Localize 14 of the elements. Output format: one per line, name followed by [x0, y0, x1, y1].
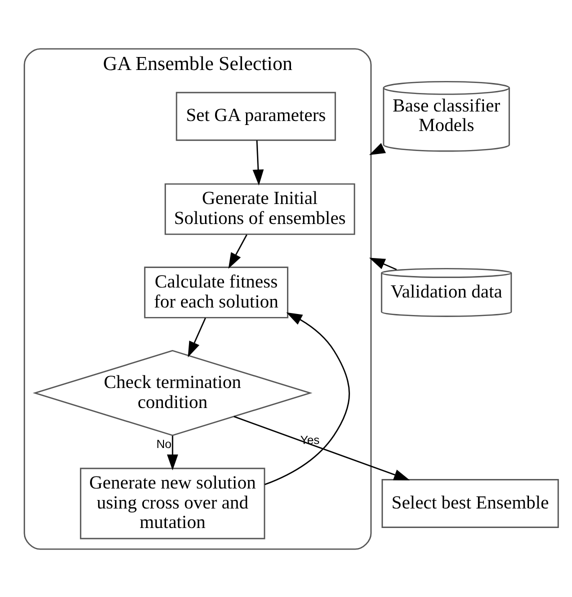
- arrow: [264, 312, 350, 485]
- arrow: [252, 140, 264, 185]
- edge-label: No: [156, 436, 172, 451]
- arrow: [167, 435, 178, 470]
- arrow: [188, 317, 206, 357]
- arrow: [234, 415, 410, 480]
- node-box: Select best Ensemble: [382, 478, 559, 528]
- node-box: Generate Initial Solutions of ensembles: [164, 182, 356, 234]
- arrow: [228, 234, 248, 268]
- arrow: [369, 257, 397, 270]
- node-box: Calculate fitness for each solution: [144, 266, 288, 318]
- node-box: Set GA parameters: [176, 91, 336, 140]
- node-diamond: Check termination condition: [32, 349, 312, 436]
- node-box: Generate new solution using cross over and mutation: [80, 467, 266, 539]
